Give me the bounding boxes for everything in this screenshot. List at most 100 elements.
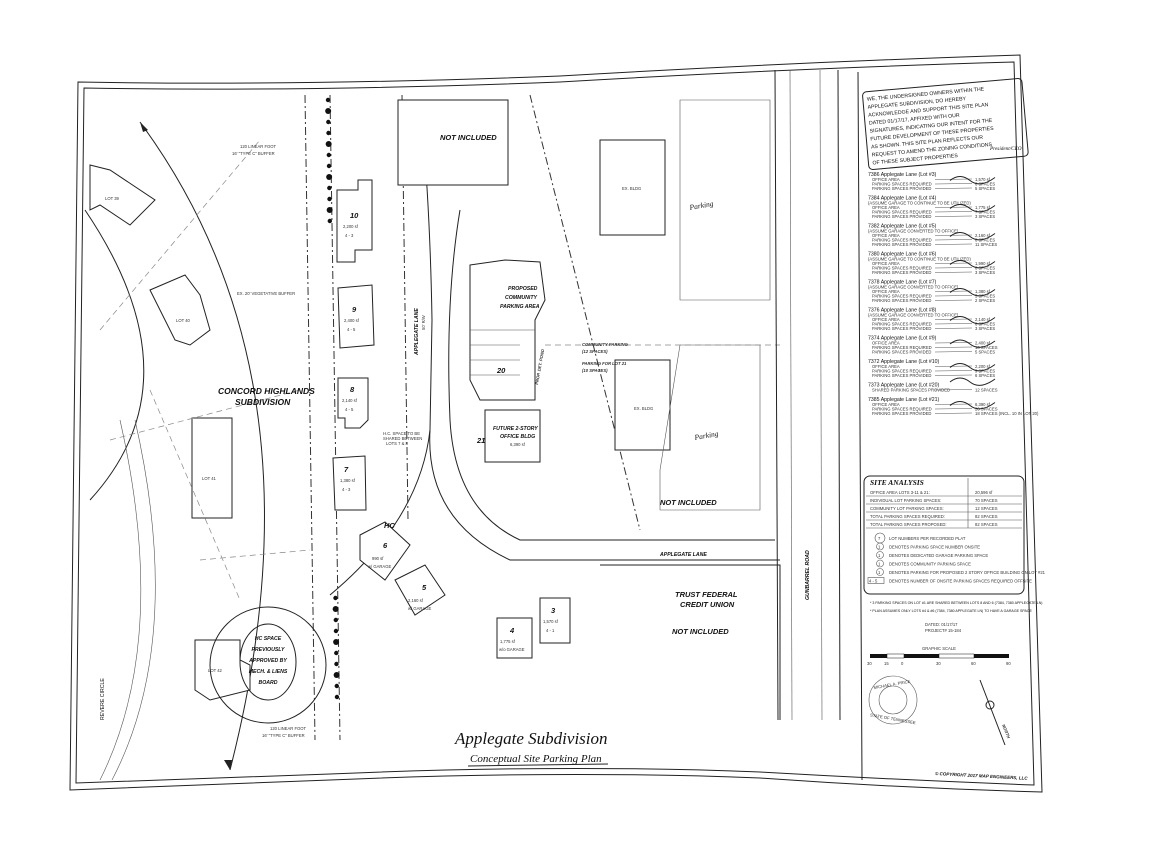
copyright: © COPYRIGHT 2017 MAP ENGINEERS, LLC bbox=[935, 770, 1029, 781]
owner-address: 7380 Applegate Lane (Lot #6) bbox=[868, 252, 937, 258]
tree-icon bbox=[326, 152, 332, 158]
owner-row-value: 18 SPACES (INCL. 10 IN LOT 20) bbox=[975, 411, 1039, 416]
owner-row-label: PARKING SPACES REQUIRED bbox=[872, 369, 932, 374]
svg-text:16' "TYPE C" BUFFER: 16' "TYPE C" BUFFER bbox=[262, 733, 305, 738]
svg-text:APPROVED BY: APPROVED BY bbox=[248, 658, 287, 664]
signature bbox=[949, 363, 996, 372]
tree-icon bbox=[325, 97, 331, 103]
owner-row-label: OFFICE AREA bbox=[872, 402, 900, 407]
north-arrow-icon: NORTH bbox=[979, 679, 1012, 746]
owner-address: 7384 Applegate Lane (Lot #4) bbox=[868, 196, 937, 202]
revere-circle-label: REVERE CIRCLE bbox=[100, 678, 106, 720]
hc-space-callout: HC SPACE PREVIOUSLY APPROVED BY MECH. & … bbox=[209, 606, 327, 724]
svg-text:COMMUNITY PARKING: COMMUNITY PARKING bbox=[582, 342, 629, 347]
svg-text:2,160 sf: 2,160 sf bbox=[408, 598, 424, 603]
tree-buffer-dots bbox=[325, 97, 340, 700]
owner-row-label: PARKING SPACES PROVIDED bbox=[872, 242, 931, 247]
legend-symbol bbox=[876, 542, 884, 551]
legend-symbol-text: 1 bbox=[878, 570, 881, 575]
note: * PLAN ASSUMES ONLY LOTS #4 & #6 (7384, … bbox=[870, 609, 1033, 613]
owner-row-label: PARKING SPACES PROVIDED bbox=[872, 270, 931, 275]
legend-symbol bbox=[876, 568, 884, 576]
analysis-label: OFFICE AREA LOTS 3-11 & 21: bbox=[870, 490, 930, 495]
svg-text:w/ GARAGE: w/ GARAGE bbox=[368, 564, 391, 569]
svg-text:5: 5 bbox=[422, 583, 427, 592]
svg-text:PROPOSED: PROPOSED bbox=[508, 286, 538, 292]
owner-row-value: 2,160 sf bbox=[975, 233, 991, 238]
plan-subtitle: Conceptual Site Parking Plan bbox=[470, 753, 602, 765]
svg-text:1,775 sf: 1,775 sf bbox=[500, 639, 516, 644]
signature bbox=[949, 288, 996, 297]
svg-text:SHARED BETWEEN: SHARED BETWEEN bbox=[383, 436, 422, 441]
owner-row-value: 2 SPACES bbox=[975, 298, 995, 303]
legend-symbol bbox=[876, 559, 884, 568]
svg-text:NOT INCLUDED: NOT INCLUDED bbox=[660, 498, 717, 507]
buffer-labels: 120 LINEAR FOOT 16' "TYPE C" BUFFER EX. … bbox=[232, 144, 307, 738]
tree-icon bbox=[327, 196, 332, 202]
owner-row-label: PARKING SPACES PROVIDED bbox=[872, 411, 931, 416]
owner-row-value: 6 SPACES bbox=[975, 373, 995, 378]
owner-row-label: PARKING SPACES PROVIDED bbox=[872, 350, 931, 355]
owner-row-label: PARKING SPACES REQUIRED bbox=[872, 266, 932, 271]
plan-title: Applegate Subdivision bbox=[454, 729, 608, 748]
signature bbox=[949, 176, 996, 185]
svg-text:6,390 sf: 6,390 sf bbox=[510, 442, 526, 447]
svg-text:6: 6 bbox=[383, 541, 388, 550]
analysis-value: 70 SPACES bbox=[975, 498, 998, 503]
legend-symbol-text: 1 bbox=[878, 553, 881, 558]
owner-row-value: 8 SPACES bbox=[975, 266, 995, 271]
legend-text: DENOTES PARKING FOR PROPOSED 2 STORY OFF… bbox=[889, 570, 1046, 575]
svg-text:4 - 3: 4 - 3 bbox=[342, 487, 351, 492]
signature bbox=[949, 204, 996, 213]
tree-icon bbox=[333, 595, 338, 601]
owner-row-value: 8 SPACES bbox=[975, 322, 995, 327]
svg-text:GUNBARREL ROAD: GUNBARREL ROAD bbox=[805, 550, 811, 600]
signature bbox=[949, 316, 996, 325]
engineer-seal: MICHAEL A. PRICE STATE OF TENNESSEE bbox=[868, 675, 918, 725]
scale-tick: 90 bbox=[1006, 661, 1011, 666]
owner-row-label: PARKING SPACES REQUIRED bbox=[872, 322, 932, 327]
owner-address: 7382 Applegate Lane (Lot #5) bbox=[868, 224, 937, 230]
owner-row-value: 8 SPACES bbox=[975, 238, 995, 243]
owner-address: 7385 Applegate Lane (Lot #21) bbox=[868, 397, 940, 403]
legend-text: DENOTES NUMBER OF ONSITE PARKING SPACES … bbox=[889, 579, 1032, 584]
svg-text:PARKING AREA: PARKING AREA bbox=[500, 304, 540, 310]
owner-row-label: PARKING SPACES PROVIDED bbox=[872, 214, 931, 219]
analysis-label: TOTAL PARKING SPACES REQUIRED: bbox=[870, 514, 945, 519]
svg-text:w/o GARAGE: w/o GARAGE bbox=[499, 647, 525, 652]
owner-row-label: OFFICE AREA bbox=[872, 233, 900, 238]
svg-text:16' "TYPE C" BUFFER: 16' "TYPE C" BUFFER bbox=[232, 151, 275, 156]
owner-row-label: PARKING SPACES PROVIDED bbox=[872, 326, 931, 331]
scale-tick: 30 bbox=[867, 661, 872, 666]
owner-row-label: PARKING SPACES PROVIDED bbox=[872, 373, 931, 378]
owner-row-value: 1,775 sf bbox=[975, 205, 991, 210]
sheet-inner-frame bbox=[75, 61, 1035, 786]
svg-text:20: 20 bbox=[496, 366, 506, 375]
scale-tick: 0 bbox=[901, 661, 904, 666]
svg-text:PREVIOUSLY: PREVIOUSLY bbox=[251, 647, 285, 653]
owner-row-label: OFFICE AREA bbox=[872, 177, 900, 182]
analysis-label: INDIVIDUAL LOT PARKING SPACES: bbox=[870, 498, 941, 503]
owner-row-label: OFFICE AREA bbox=[872, 205, 900, 210]
svg-text:H.C. SPACE TO BE: H.C. SPACE TO BE bbox=[383, 431, 420, 436]
svg-text:APPLEGATE LANE: APPLEGATE LANE bbox=[414, 308, 420, 356]
svg-text:LOTS 7 & 8: LOTS 7 & 8 bbox=[386, 441, 409, 446]
owner-row-value: 11 SPACES bbox=[975, 242, 997, 247]
svg-text:2,200 sf: 2,200 sf bbox=[343, 224, 359, 229]
svg-text:990 sf: 990 sf bbox=[372, 556, 384, 561]
svg-text:EX. 20' VEGETATIVE BUFFER: EX. 20' VEGETATIVE BUFFER bbox=[237, 291, 295, 296]
signature bbox=[949, 377, 996, 386]
owner-row-label: OFFICE AREA bbox=[872, 289, 900, 294]
legend-text: LOT NUMBERS PER RECORDED PLAT bbox=[889, 536, 966, 541]
concord-highlands-label: CONCORD HIGHLANDS bbox=[218, 386, 315, 396]
svg-text:EX. BLDG: EX. BLDG bbox=[634, 406, 653, 411]
svg-text:1,570 sf: 1,570 sf bbox=[543, 619, 559, 624]
owner-row-value: 7 SPACES bbox=[975, 210, 995, 215]
analysis-value: 82 SPACES bbox=[975, 522, 998, 527]
owner-row-value: 3 SPACES bbox=[975, 214, 995, 219]
svg-text:NORTH: NORTH bbox=[1001, 724, 1012, 741]
panel-divider bbox=[857, 71, 863, 781]
analysis-value: 12 SPACES bbox=[975, 506, 998, 511]
owner-row-label: PARKING SPACES PROVIDED bbox=[872, 298, 931, 303]
